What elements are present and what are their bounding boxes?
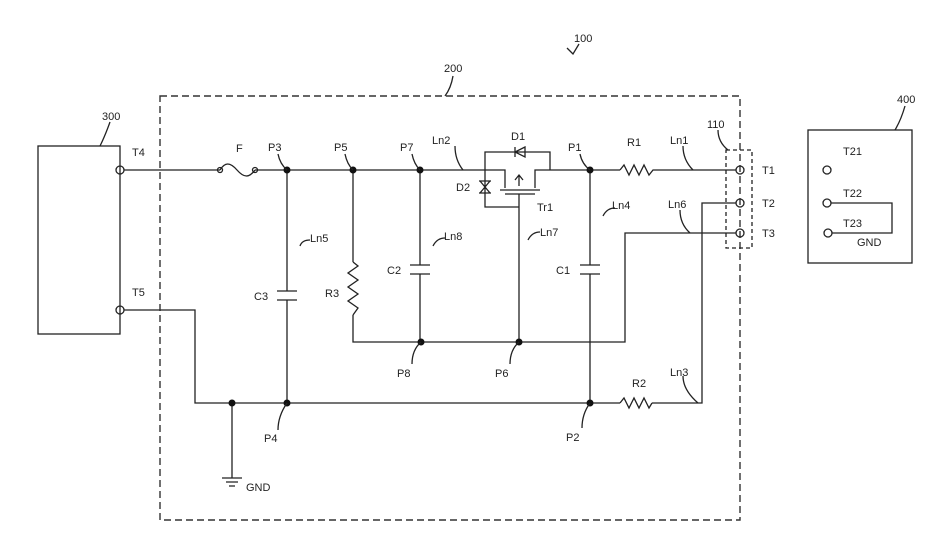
label-p5: P5 <box>334 142 347 154</box>
circuit-200-boundary <box>160 96 740 520</box>
capacitor-c3 <box>277 291 297 300</box>
label-300: 300 <box>102 111 120 123</box>
label-t2: T2 <box>762 198 775 210</box>
label-100: 100 <box>574 33 592 45</box>
label-f: F <box>236 143 243 155</box>
label-110: 110 <box>707 119 725 131</box>
label-ln8: Ln8 <box>444 231 462 243</box>
diode-d2 <box>479 170 519 207</box>
label-c1: C1 <box>556 265 570 277</box>
label-ln6: Ln6 <box>668 199 686 211</box>
label-ln1: Ln1 <box>670 135 688 147</box>
terminal-t21 <box>823 166 831 174</box>
label-d2: D2 <box>456 182 470 194</box>
label-p7: P7 <box>400 142 413 154</box>
label-p2: P2 <box>566 432 579 444</box>
resistor-r3 <box>348 262 358 315</box>
label-t5: T5 <box>132 287 145 299</box>
transistor-tr1 <box>485 170 550 342</box>
resistor-r2 <box>620 398 652 408</box>
diode-d1 <box>485 147 550 170</box>
label-gnd: GND <box>246 482 271 494</box>
label-d1: D1 <box>511 131 525 143</box>
label-t21: T21 <box>843 146 862 158</box>
device-300-box <box>38 146 120 334</box>
label-ln5: Ln5 <box>310 233 328 245</box>
terminal-t22 <box>823 199 831 207</box>
fuse-f <box>220 164 255 176</box>
label-p3: P3 <box>268 142 281 154</box>
label-400: 400 <box>897 94 915 106</box>
label-gnd-400: GND <box>857 237 882 249</box>
label-p4: P4 <box>264 433 277 445</box>
label-t4: T4 <box>132 147 145 159</box>
label-t3: T3 <box>762 228 775 240</box>
label-tr1: Tr1 <box>537 202 553 214</box>
capacitor-c1 <box>580 265 600 274</box>
resistor-r1 <box>620 165 655 175</box>
ground-symbol <box>222 403 242 486</box>
label-ln2: Ln2 <box>432 135 450 147</box>
label-p1: P1 <box>568 142 581 154</box>
label-ln3: Ln3 <box>670 367 688 379</box>
capacitor-c2 <box>410 265 430 274</box>
label-ln7: Ln7 <box>540 227 558 239</box>
label-r1: R1 <box>627 137 641 149</box>
label-r2: R2 <box>632 378 646 390</box>
label-t1: T1 <box>762 165 775 177</box>
label-r3: R3 <box>325 288 339 300</box>
label-t22: T22 <box>843 188 862 200</box>
label-p6: P6 <box>495 368 508 380</box>
label-200: 200 <box>444 63 462 75</box>
label-c2: C2 <box>387 265 401 277</box>
label-c3: C3 <box>254 291 268 303</box>
terminal-t23 <box>824 229 832 237</box>
label-t23: T23 <box>843 218 862 230</box>
label-ln4: Ln4 <box>612 200 630 212</box>
label-p8: P8 <box>397 368 410 380</box>
